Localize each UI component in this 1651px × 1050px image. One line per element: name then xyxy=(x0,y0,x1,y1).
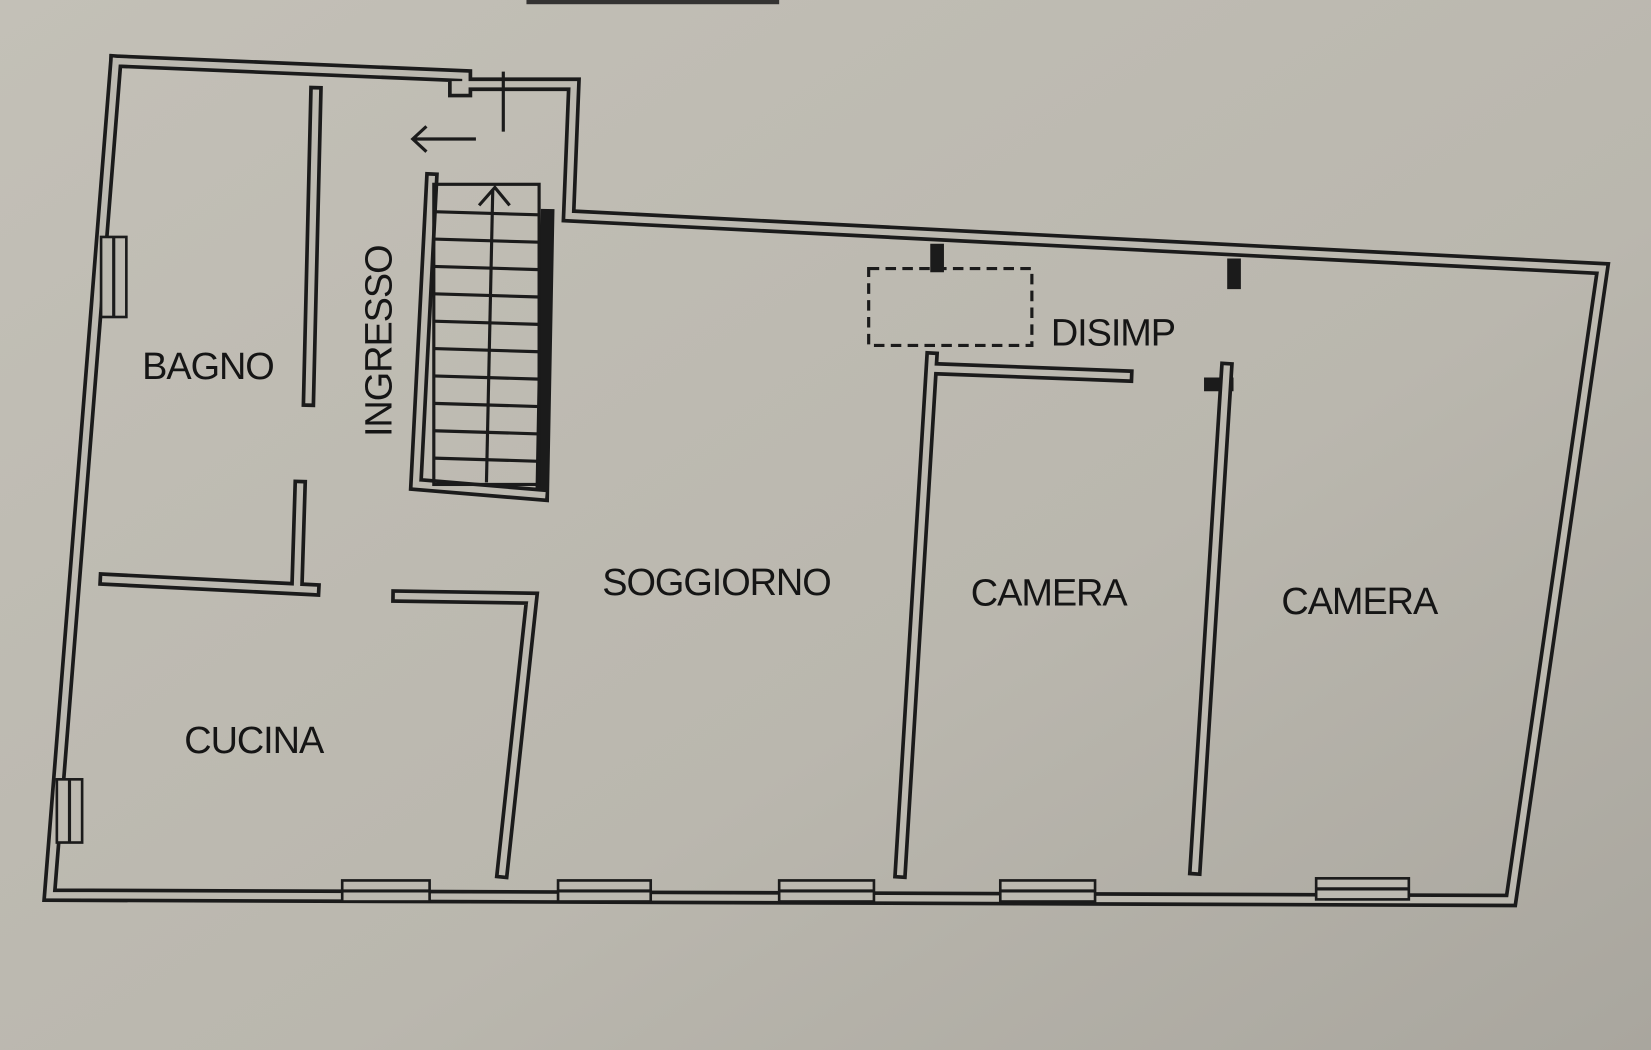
cropped-heading xyxy=(526,0,780,5)
stair-tread xyxy=(433,210,540,217)
dashed-closet xyxy=(867,266,1034,348)
room-label-bagno: BAGNO xyxy=(142,346,274,388)
room-label-camera-1: CAMERA xyxy=(971,573,1129,615)
stair-tread xyxy=(433,347,540,354)
stair-up-arrow-icon xyxy=(477,185,511,207)
stair-tread xyxy=(433,264,540,272)
stair-tread xyxy=(433,374,540,381)
stair-tread xyxy=(433,319,540,326)
room-label-disimp: DISIMP xyxy=(1051,312,1175,354)
walls xyxy=(42,53,1611,908)
stair-tread xyxy=(433,292,540,299)
entrance-arrow-icon xyxy=(410,71,505,153)
room-label-cucina: CUCINA xyxy=(184,720,325,762)
windows xyxy=(55,235,1411,903)
room-label-soggiorno: SOGGIORNO xyxy=(602,562,830,604)
stair-tread xyxy=(433,237,540,244)
room-label-ingresso: INGRESSO xyxy=(359,245,401,437)
stair-tread xyxy=(433,401,540,409)
staircase xyxy=(408,171,555,503)
room-label-camera-2: CAMERA xyxy=(1281,581,1439,623)
